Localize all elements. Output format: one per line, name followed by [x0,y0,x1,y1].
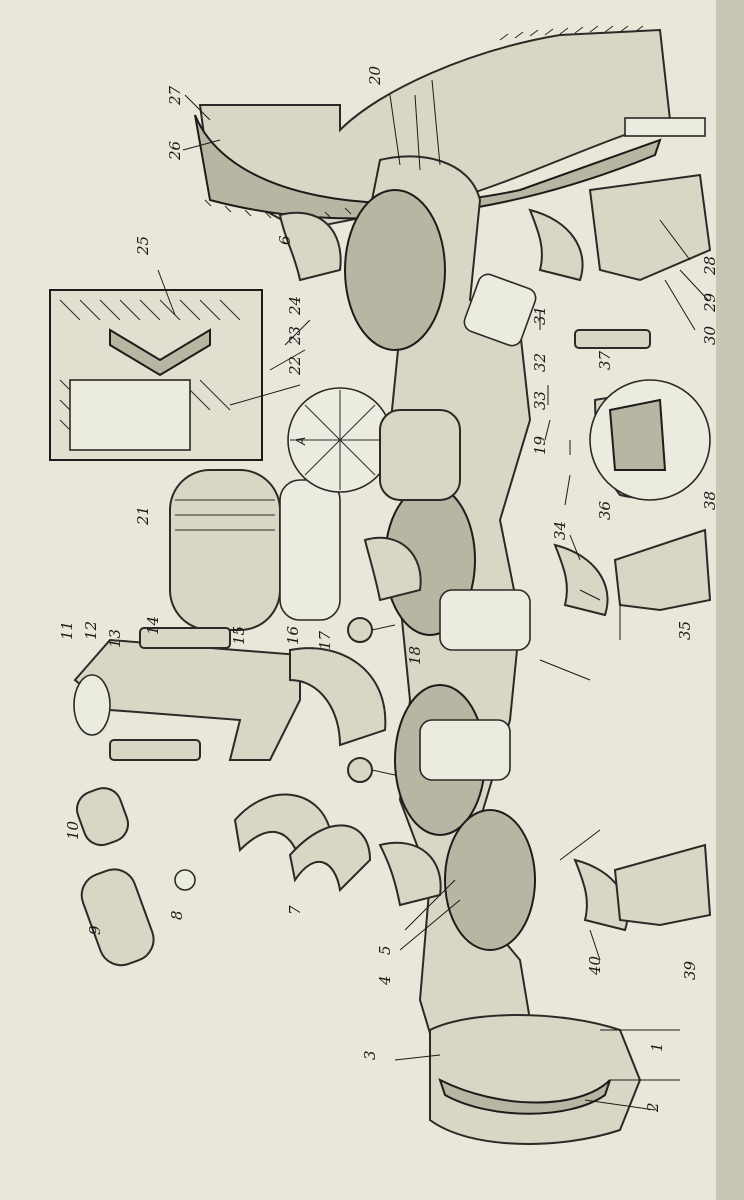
callout-14: 14 [144,616,162,635]
callout-4: 4 [376,975,394,986]
callout-11: 11 [58,621,76,640]
callout-15: 15 [230,626,248,645]
callout-16: 16 [284,625,302,645]
callout-8: 8 [168,910,186,920]
leader-lines [157,79,709,1111]
callout-3: 3 [361,1050,379,1060]
thrust-washer-detail [589,379,711,501]
callout-32: 32 [531,353,549,372]
rod-bearing-shells [233,793,372,893]
callout-26: 26 [166,140,184,161]
callout-36: 36 [596,500,614,520]
callout-40: 40 [586,955,604,976]
callout-7: 7 [286,905,304,915]
rod-nuts [347,617,396,783]
cap-bolts [463,273,651,349]
callout-13: 13 [106,629,124,648]
callout-18: 18 [406,646,424,665]
callout-20: 20 [366,65,384,86]
callout-6: 6 [276,235,294,245]
callout-31: 31 [531,306,549,325]
callout-24: 24 [286,296,304,316]
callout-27: 27 [166,85,184,106]
callout-9: 9 [86,925,104,935]
callout-1: 1 [648,1042,666,1052]
callout-5: 5 [376,945,394,955]
bearing-shells [278,208,629,932]
callout-2: 2 [644,1102,662,1113]
callout-38: 38 [701,491,719,510]
callout-12: 12 [82,621,100,640]
callout-25: 25 [134,236,152,256]
callout-23: 23 [286,326,304,346]
callout-29: 29 [701,292,719,313]
page-edge-shadow [716,0,744,1200]
callout-19: 19 [531,435,549,455]
callout-22: 22 [286,356,304,376]
callout-35: 35 [676,621,694,640]
main-bearing-caps [588,173,712,927]
callout-33: 33 [531,391,549,410]
callout-21: 21 [134,506,152,526]
callout-30: 30 [701,325,719,345]
callout-39: 39 [681,960,699,980]
callout-37: 37 [596,350,614,370]
callout-17: 17 [316,630,334,650]
callout-10: 10 [64,820,82,840]
flywheel-bolt [624,117,706,137]
callout-34: 34 [551,521,569,540]
connecting-rod [73,627,387,761]
piston-a [287,387,461,501]
inset-label-a: A [294,437,308,446]
pulley [429,1014,642,1145]
crankshaft [344,155,542,1102]
callout-labels: 1 2 3 4 5 6 7 8 9 10 11 12 13 14 15 16 1… [58,65,719,1113]
flywheel [194,25,706,232]
callout-28: 28 [701,256,719,276]
inset-section [49,289,263,461]
piston-21 [169,469,341,631]
piston-pin-parts [76,787,196,967]
